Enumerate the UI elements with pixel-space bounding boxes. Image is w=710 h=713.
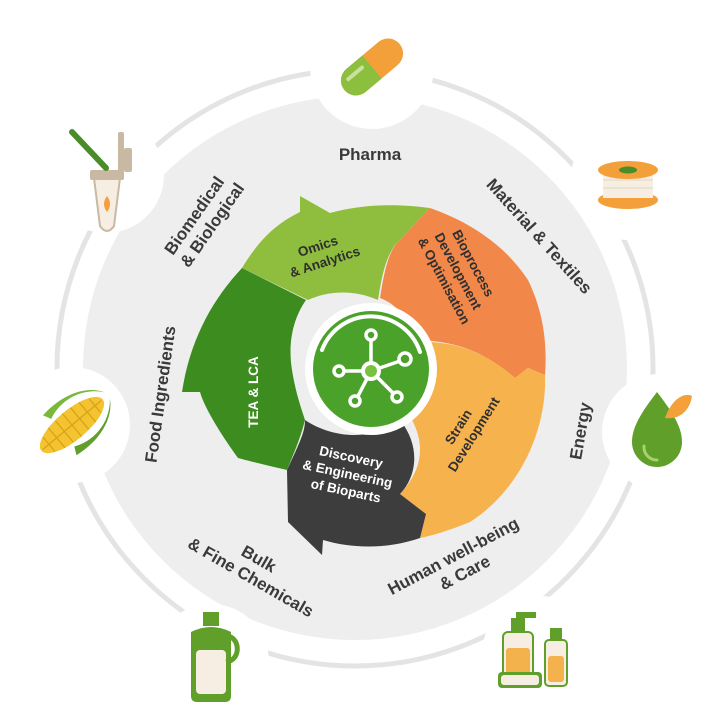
molecule-network-icon [332,328,413,408]
segment-label-tea: TEA & LCA [246,356,261,428]
cosmetics-bottles-icon [482,596,598,712]
corn-icon [14,367,130,483]
pipette-tube-icon [48,117,164,233]
segment-discovery-bioparts [287,420,426,555]
thread-spool-icon [570,124,686,240]
hub-highlight-arc [320,314,422,354]
segment-tea-lca [182,268,306,470]
segment-strain-development [400,341,546,538]
outer-label-pharma: Pharma [339,145,402,164]
biofuel-drop-icon [602,374,710,490]
segment-omics-analytics [242,196,430,300]
detergent-bottle-icon [153,604,269,713]
capsule-icon [310,5,434,129]
